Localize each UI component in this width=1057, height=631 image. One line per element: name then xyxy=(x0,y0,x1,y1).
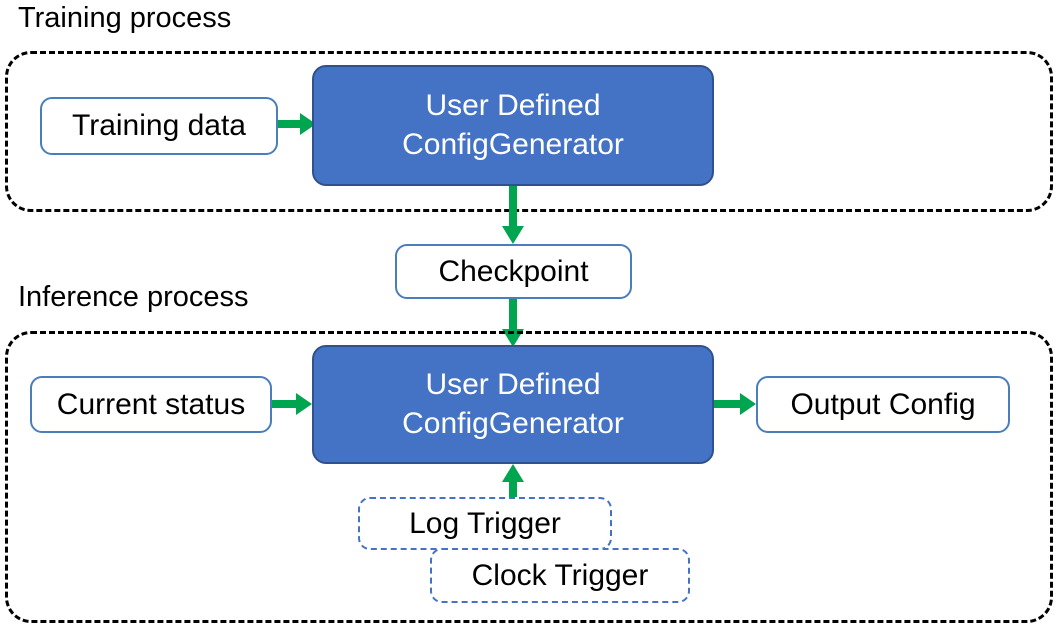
inference-process-label: Inference process xyxy=(18,281,249,313)
node-output-config-label: Output Config xyxy=(790,387,976,421)
arrow-triggers-to-inference-generator xyxy=(498,464,528,502)
node-output-config[interactable]: Output Config xyxy=(756,376,1010,433)
node-checkpoint-label: Checkpoint xyxy=(438,254,589,288)
node-inference-config-generator-line2: ConfigGenerator xyxy=(402,406,624,440)
node-training-config-generator[interactable]: User Defined ConfigGenerator xyxy=(312,65,714,186)
node-current-status-label: Current status xyxy=(56,387,246,421)
node-checkpoint[interactable]: Checkpoint xyxy=(395,244,632,299)
arrow-training-generator-to-checkpoint xyxy=(498,186,528,246)
arrow-checkpoint-to-inference-generator xyxy=(498,299,528,349)
arrow-inference-generator-to-output-config xyxy=(714,389,758,419)
node-clock-trigger-label: Clock Trigger xyxy=(471,558,649,592)
node-training-data[interactable]: Training data xyxy=(40,97,278,155)
node-inference-config-generator-line1: User Defined xyxy=(425,368,601,402)
node-training-config-generator-line1: User Defined xyxy=(425,89,601,123)
inference-process-container xyxy=(5,331,1053,623)
node-log-trigger[interactable]: Log Trigger xyxy=(358,497,612,550)
node-training-config-generator-line2: ConfigGenerator xyxy=(402,127,624,161)
node-clock-trigger[interactable]: Clock Trigger xyxy=(430,548,690,603)
training-process-label: Training process xyxy=(18,2,232,34)
training-process-container xyxy=(5,51,1053,212)
node-log-trigger-label: Log Trigger xyxy=(409,506,561,540)
arrow-training-data-to-generator xyxy=(278,109,318,139)
arrow-current-status-to-inference-generator xyxy=(272,389,314,419)
node-inference-config-generator[interactable]: User Defined ConfigGenerator xyxy=(312,345,714,464)
node-current-status[interactable]: Current status xyxy=(30,376,272,433)
node-training-data-label: Training data xyxy=(72,109,246,142)
